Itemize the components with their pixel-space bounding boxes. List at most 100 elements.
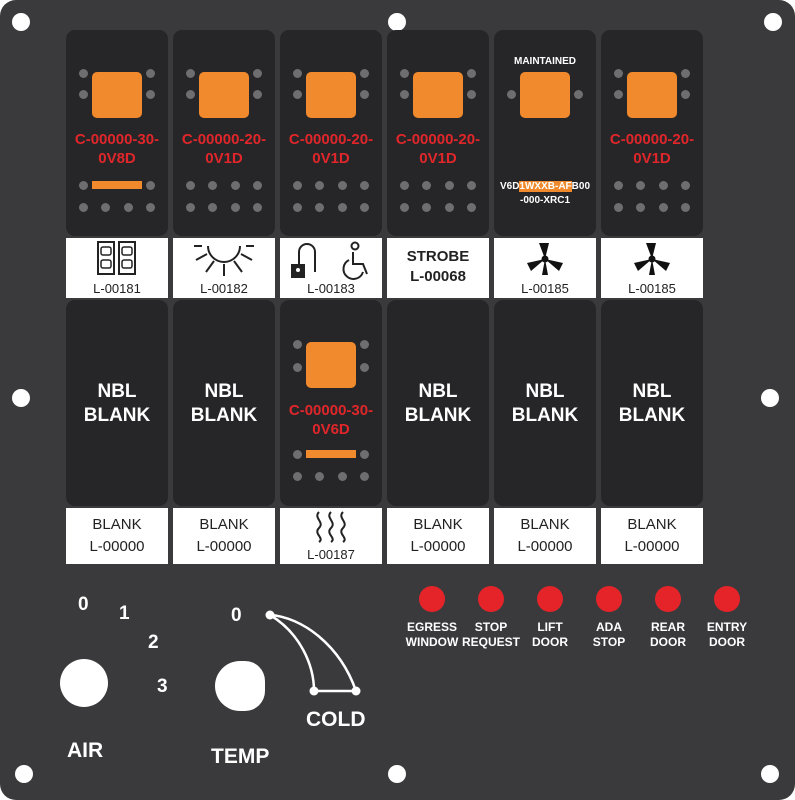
legend-title: STROBE bbox=[406, 248, 470, 265]
blank-switch-2: NBL BLANK bbox=[173, 300, 275, 506]
indicator-dot bbox=[315, 181, 324, 190]
indicator-dot bbox=[614, 203, 623, 212]
rocker-bar bbox=[306, 450, 356, 458]
legend-code: L-00000 bbox=[624, 538, 680, 555]
legend-label-1: L-00181 bbox=[66, 238, 168, 298]
indicator-dot bbox=[360, 363, 369, 372]
rocker-lamp bbox=[306, 342, 356, 388]
indicator-dot bbox=[79, 181, 88, 190]
air-position-0: 0 bbox=[78, 594, 89, 615]
legend-label-b5: BLANK L-00000 bbox=[494, 508, 596, 564]
rocker-switch-4[interactable]: C-00000-20- 0V1D bbox=[387, 30, 489, 236]
indicator-dot bbox=[507, 90, 516, 99]
rocker-bar bbox=[92, 181, 142, 189]
indicator-dot bbox=[146, 203, 155, 212]
mounting-hole bbox=[15, 765, 33, 783]
indicator-dot bbox=[659, 181, 668, 190]
indicator-dot bbox=[253, 69, 262, 78]
blank-text-line1: NBL bbox=[632, 381, 672, 402]
blank-text-line1: NBL bbox=[97, 381, 137, 402]
blank-switch-6: NBL BLANK bbox=[601, 300, 703, 506]
legend-code: L-00181 bbox=[93, 281, 141, 296]
indicator-dot bbox=[681, 90, 690, 99]
temp-knob[interactable] bbox=[215, 661, 265, 711]
mounting-hole bbox=[12, 389, 30, 407]
indicator-dot bbox=[186, 69, 195, 78]
lock-wheelchair-icon bbox=[291, 241, 368, 280]
heat-waves-icon bbox=[316, 511, 346, 543]
indicator-dot bbox=[360, 203, 369, 212]
mounting-hole bbox=[388, 13, 406, 31]
legend-label-b2: BLANK L-00000 bbox=[173, 508, 275, 564]
legend-label-2: L-00182 bbox=[173, 238, 275, 298]
indicator-dot bbox=[124, 203, 133, 212]
rocker-code-line2: -000-XRC1 bbox=[519, 195, 571, 206]
rocker-code-line1: C-00000-20- bbox=[181, 131, 267, 148]
rocker-code-line1: C-00000-30- bbox=[288, 402, 374, 419]
blank-text-line2: BLANK bbox=[83, 405, 151, 426]
rocker-switch-5[interactable]: MAINTAINED V6D1WXXB-AFB00 -000-XRC1 bbox=[494, 30, 596, 236]
indicator-dot bbox=[338, 472, 347, 481]
legend-label-3: L-00183 bbox=[280, 238, 382, 298]
lift-door-led bbox=[537, 586, 563, 612]
rocker-lamp bbox=[627, 72, 677, 118]
legend-title: BLANK bbox=[413, 516, 463, 533]
indicator-dot bbox=[101, 203, 110, 212]
legend-label-b6: BLANK L-00000 bbox=[601, 508, 703, 564]
rocker-switch-heat[interactable]: C-00000-30- 0V6D bbox=[280, 300, 382, 506]
cold-label: COLD bbox=[306, 708, 366, 731]
indicator-dot bbox=[186, 181, 195, 190]
air-position-3: 3 bbox=[157, 676, 168, 697]
indicator-dot bbox=[146, 181, 155, 190]
legend-code: L-00000 bbox=[196, 538, 252, 555]
rocker-code-line1: V6D1WXXB-AFB00 bbox=[499, 181, 591, 192]
blank-text-line1: NBL bbox=[525, 381, 565, 402]
legend-title: BLANK bbox=[520, 516, 570, 533]
rocker-code-line2: 0V1D bbox=[419, 150, 457, 167]
legend-label-b3: L-00187 bbox=[280, 508, 382, 564]
rocker-code-line1: C-00000-30- bbox=[74, 131, 160, 148]
indicator-dot bbox=[360, 472, 369, 481]
indicator-dot bbox=[400, 203, 409, 212]
legend-title: BLANK bbox=[627, 516, 677, 533]
blank-switch-5: NBL BLANK bbox=[494, 300, 596, 506]
blank-text-line2: BLANK bbox=[618, 405, 686, 426]
blank-text-line2: BLANK bbox=[404, 405, 472, 426]
indicator-dot bbox=[79, 69, 88, 78]
rocker-switch-1[interactable]: C-00000-30- 0V8D bbox=[66, 30, 168, 236]
rocker-switch-6[interactable]: C-00000-20- 0V1D bbox=[601, 30, 703, 236]
legend-label-b1: BLANK L-00000 bbox=[66, 508, 168, 564]
indicator-dot bbox=[338, 181, 347, 190]
indicator-dot bbox=[231, 181, 240, 190]
indicator-dot bbox=[338, 203, 347, 212]
legend-code: L-00187 bbox=[307, 547, 355, 562]
indicator-dot bbox=[360, 181, 369, 190]
rocker-switch-3[interactable]: C-00000-20- 0V1D bbox=[280, 30, 382, 236]
rocker-lamp bbox=[92, 72, 142, 118]
cold-gradient-graphic bbox=[265, 610, 361, 696]
indicator-dot bbox=[146, 90, 155, 99]
blank-switch-1: NBL BLANK bbox=[66, 300, 168, 506]
rocker-switch-2[interactable]: C-00000-20- 0V1D bbox=[173, 30, 275, 236]
egress-window-led bbox=[419, 586, 445, 612]
temp-label: TEMP bbox=[211, 745, 270, 768]
indicator-dot bbox=[614, 69, 623, 78]
blank-text-line1: NBL bbox=[204, 381, 244, 402]
rocker-code-line2: 0V1D bbox=[205, 150, 243, 167]
legend-code: L-00183 bbox=[307, 281, 355, 296]
indicator-dot bbox=[186, 203, 195, 212]
temp-zero-label: 0 bbox=[231, 605, 242, 626]
legend-label-b4: BLANK L-00000 bbox=[387, 508, 489, 564]
mounting-hole bbox=[761, 389, 779, 407]
rocker-code-line2: 0V1D bbox=[312, 150, 350, 167]
indicator-dot bbox=[360, 69, 369, 78]
light-rays-icon bbox=[194, 245, 254, 276]
air-knob[interactable] bbox=[60, 659, 108, 707]
indicator-dot bbox=[400, 181, 409, 190]
fan-icon bbox=[634, 243, 670, 275]
